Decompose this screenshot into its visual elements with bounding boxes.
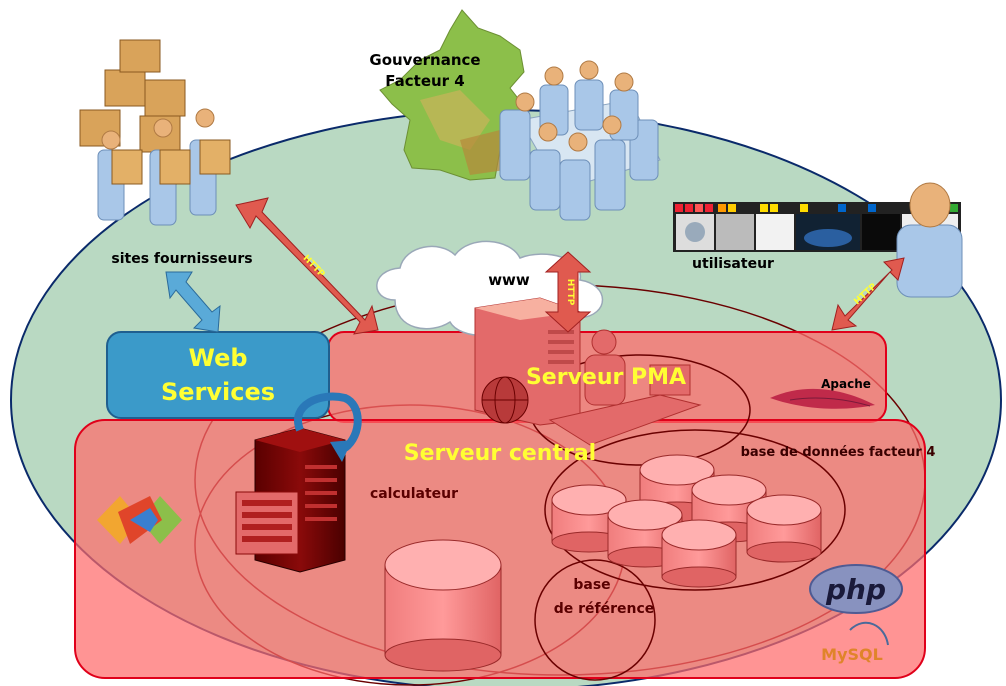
web-services-label-2: Services [161, 378, 275, 406]
serveur-central-label: Serveur central [404, 441, 596, 466]
refresh-arrow-icon [294, 392, 362, 462]
calculateur-label: calculateur [370, 486, 458, 502]
www-label: www [488, 271, 530, 289]
base-ref-ellipse [534, 559, 656, 681]
http-arrow-www [544, 251, 592, 333]
http-arrow-user [831, 257, 905, 331]
calculator-server-icon [235, 427, 346, 573]
base-reference-cylinder [384, 539, 502, 672]
database-cylinders [551, 454, 822, 588]
supplier-workers-icon [79, 39, 231, 226]
governance-label-2: Facteur 4 [385, 72, 464, 90]
desk-person-icon [548, 329, 702, 446]
globe-icon [481, 376, 529, 424]
apache-label: Apache [821, 377, 871, 391]
governance-label-1: Gouvernance [369, 51, 480, 69]
php-logo-icon [809, 564, 903, 614]
meeting-table-icon [499, 60, 661, 221]
base-ref-label-2: de référence [554, 601, 655, 617]
user-avatar-icon [896, 182, 963, 298]
http-label-www: HTTP [565, 279, 575, 306]
php-label: php [825, 573, 886, 606]
blue-arrow-webservices [165, 271, 221, 333]
http-arrow-suppliers [235, 197, 379, 335]
mysql-label: MySQL [821, 645, 883, 664]
db-ellipse [544, 429, 846, 591]
visual-studio-icon [97, 496, 182, 544]
mysql-logo-icon [849, 621, 889, 646]
db-cylinder [746, 494, 822, 563]
base-facteur4-label: base de données facteur 4 [741, 445, 936, 460]
db-cylinder [661, 519, 737, 588]
apache-feather-icon [770, 388, 875, 409]
web-services-label-1: Web [188, 344, 247, 372]
base-ref-label-1: base [573, 577, 610, 593]
sites-label: sites fournisseurs [111, 251, 252, 267]
serveur-pma-label: Serveur PMA [526, 365, 686, 390]
utilisateur-label: utilisateur [692, 256, 774, 272]
